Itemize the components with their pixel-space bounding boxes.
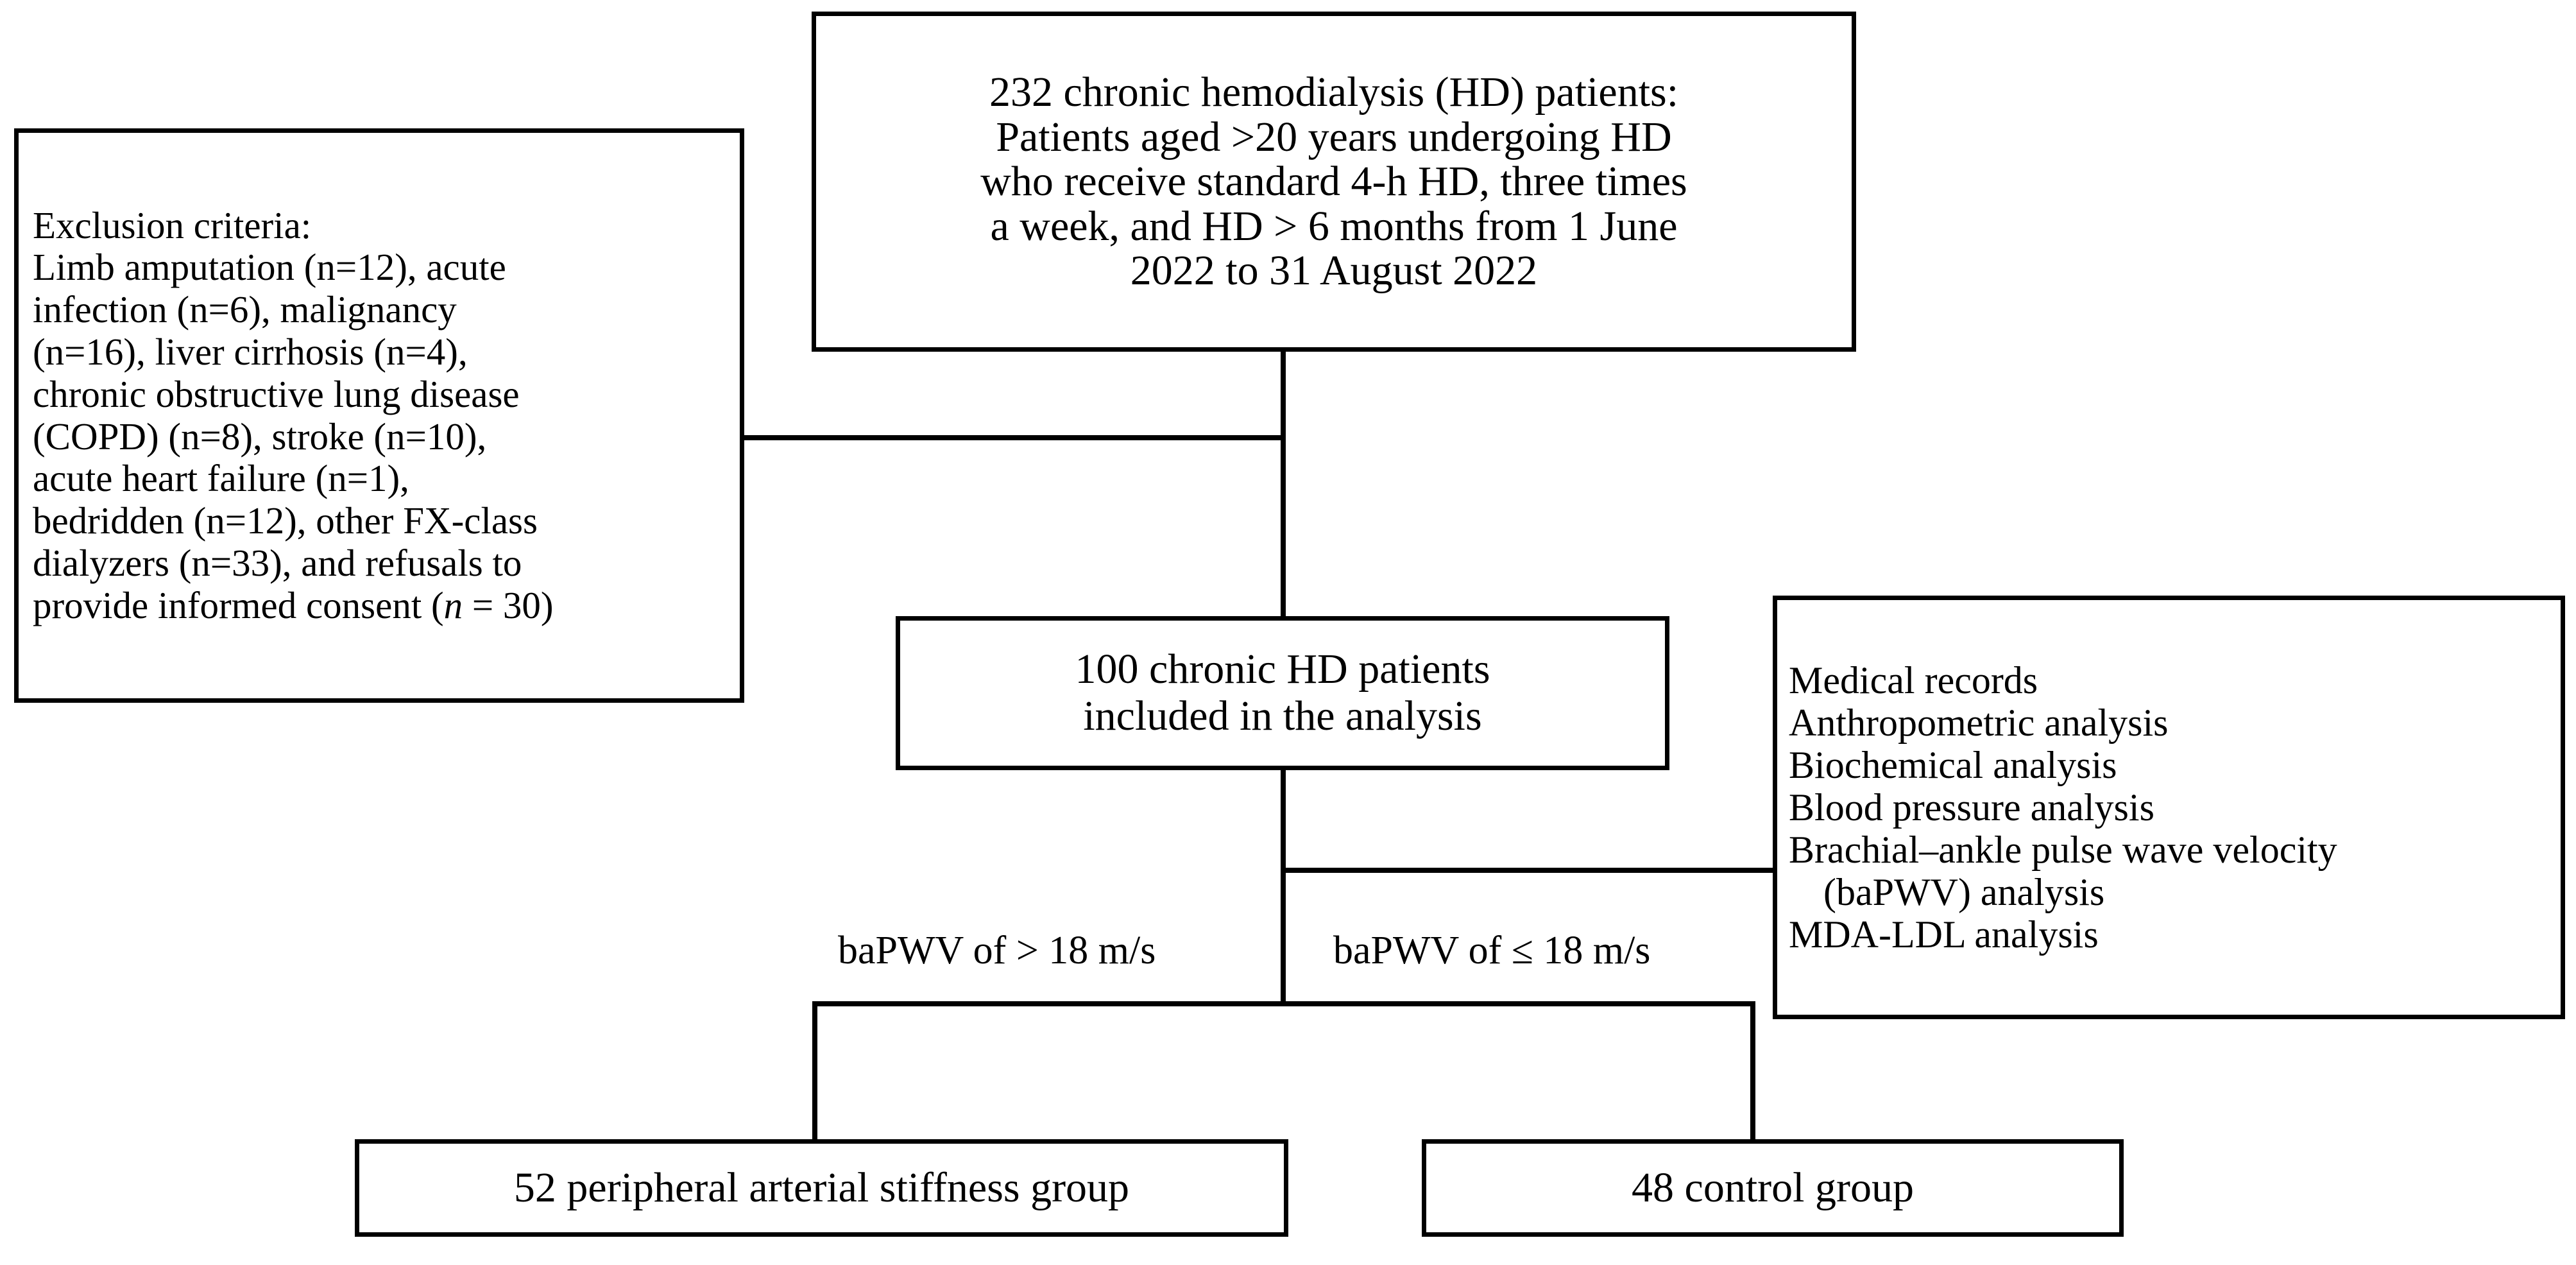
connector-split-bar (812, 1001, 1755, 1006)
exclusion-line-5: (COPD) (n=8), stroke (n=10), (33, 415, 487, 458)
analyses-line-4: Blood pressure analysis (1789, 786, 2154, 829)
connector-split-to-stiffness (812, 1001, 817, 1142)
analyses-line-7: MDA-LDL analysis (1789, 913, 2099, 956)
connector-trunk-to-analyses (1281, 868, 1778, 873)
screened-line-2: Patients aged >20 years undergoing HD (996, 113, 1672, 160)
screened-line-5: 2022 to 31 August 2022 (1130, 247, 1538, 295)
exclusion-line-3: (n=16), liver cirrhosis (n=4), (33, 330, 468, 373)
control-group-label: 48 control group (1632, 1164, 1914, 1212)
analyses-line-2: Anthropometric analysis (1789, 701, 2169, 744)
analyses-line-3: Biochemical analysis (1789, 744, 2117, 786)
exclusion-consent-n-italic: n (443, 583, 463, 626)
node-included-population: 100 chronic HD patients included in the … (896, 616, 1669, 770)
edge-label-high-bapwv: baPWV of > 18 m/s (834, 928, 1160, 974)
stiffness-group-label: 52 peripheral arterial stiffness group (513, 1164, 1130, 1212)
screened-line-4: a week, and HD > 6 months from 1 June (990, 202, 1678, 250)
node-control-group: 48 control group (1422, 1139, 2124, 1237)
node-analyses-performed: Medical records Anthropometric analysis … (1773, 596, 2565, 1019)
node-screened-population: 232 chronic hemodialysis (HD) patients: … (812, 12, 1856, 352)
exclusion-line-6: acute heart failure (n=1), (33, 457, 409, 500)
screened-line-1: 232 chronic hemodialysis (HD) patients: (989, 68, 1679, 116)
exclusion-consent-prefix: provide informed consent ( (33, 583, 444, 626)
node-stiffness-group: 52 peripheral arterial stiffness group (355, 1139, 1288, 1237)
analyses-line-6: (baPWV) analysis (1823, 871, 2105, 913)
analyses-line-1: Medical records (1789, 659, 2038, 701)
exclusion-line-2: infection (n=6), malignancy (33, 288, 457, 331)
exclusion-line-8: dialyzers (n=33), and refusals to (33, 541, 522, 584)
edge-label-low-bapwv: baPWV of ≤ 18 m/s (1329, 928, 1655, 974)
exclusion-line-1: Limb amputation (n=12), acute (33, 246, 506, 289)
node-exclusion-criteria: Exclusion criteria: Limb amputation (n=1… (14, 128, 744, 703)
exclusion-consent-suffix: = 30) (463, 583, 554, 626)
included-line-2: included in the analysis (1083, 693, 1482, 739)
connector-exclusion-to-trunk (741, 435, 1286, 440)
exclusion-line-7: bedridden (n=12), other FX-class (33, 499, 538, 542)
connector-included-to-split (1281, 768, 1286, 1006)
included-line-1: 100 chronic HD patients (1075, 646, 1490, 693)
analyses-line-5: Brachial–ankle pulse wave velocity (1789, 829, 2337, 871)
exclusion-line-4: chronic obstructive lung disease (33, 372, 520, 415)
exclusion-heading: Exclusion criteria: (33, 203, 312, 246)
screened-line-3: who receive standard 4-h HD, three times (980, 158, 1687, 205)
connector-screened-to-included (1281, 350, 1286, 619)
exclusion-line-9: provide informed consent (n = 30) (33, 583, 554, 627)
connector-split-to-control (1750, 1001, 1755, 1142)
